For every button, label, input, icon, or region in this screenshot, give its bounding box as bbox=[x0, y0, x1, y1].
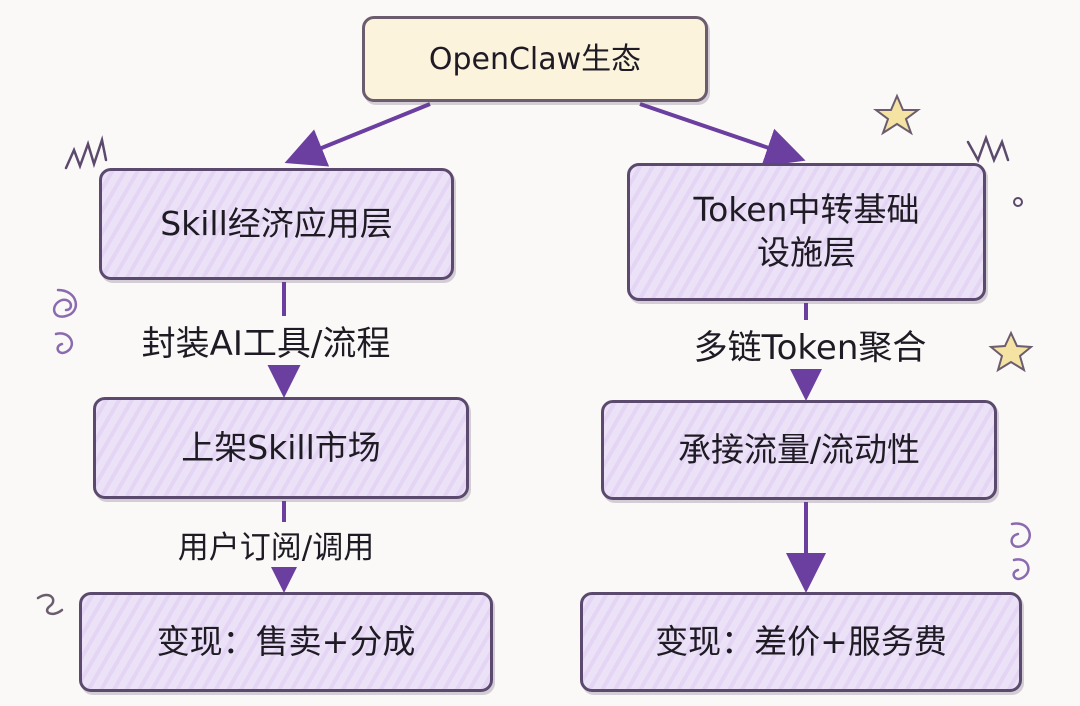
left-monetization-node: 变现：售卖+分成 bbox=[79, 592, 493, 692]
skill-market-label: 上架Skill市场 bbox=[181, 427, 381, 467]
edge-label-user-subscription: 用户订阅/调用 bbox=[171, 522, 381, 567]
squiggle-icon bbox=[966, 134, 1010, 164]
root-label: OpenClaw生态 bbox=[428, 41, 642, 77]
skill-market-node: 上架Skill市场 bbox=[93, 397, 469, 499]
star-icon bbox=[988, 330, 1034, 373]
traffic-liquidity-label: 承接流量/流动性 bbox=[677, 429, 921, 469]
skill-economy-layer-label: Skill经济应用层 bbox=[160, 203, 393, 243]
arrow-root-to-left bbox=[284, 102, 431, 167]
token-infrastructure-layer-node: Token中转基础 设施层 bbox=[627, 163, 986, 301]
spiral-icon bbox=[53, 288, 78, 355]
token-infrastructure-layer-line1: Token中转基础 bbox=[693, 190, 920, 230]
traffic-liquidity-node: 承接流量/流动性 bbox=[601, 400, 997, 500]
squiggle-icon bbox=[64, 135, 108, 170]
right-monetization-label: 变现：差价+服务费 bbox=[655, 621, 947, 661]
star-icon bbox=[873, 93, 921, 136]
right-monetization-node: 变现：差价+服务费 bbox=[580, 592, 1022, 692]
dot-icon bbox=[1013, 197, 1023, 207]
left-monetization-label: 变现：售卖+分成 bbox=[156, 621, 416, 661]
token-infrastructure-layer-line2: 设施层 bbox=[757, 233, 856, 272]
edge-label-multichain-aggregation: 多链Token聚合 bbox=[687, 320, 933, 369]
spiral-icon bbox=[1010, 522, 1031, 581]
edge-label-package-tools: 封装AI工具/流程 bbox=[135, 316, 397, 365]
squiggle-icon bbox=[36, 593, 64, 616]
root-node: OpenClaw生态 bbox=[362, 16, 708, 102]
arrow-root-to-right bbox=[639, 102, 806, 167]
token-infrastructure-layer-text: Token中转基础 设施层 bbox=[694, 189, 920, 275]
skill-economy-layer-node: Skill经济应用层 bbox=[99, 168, 454, 280]
